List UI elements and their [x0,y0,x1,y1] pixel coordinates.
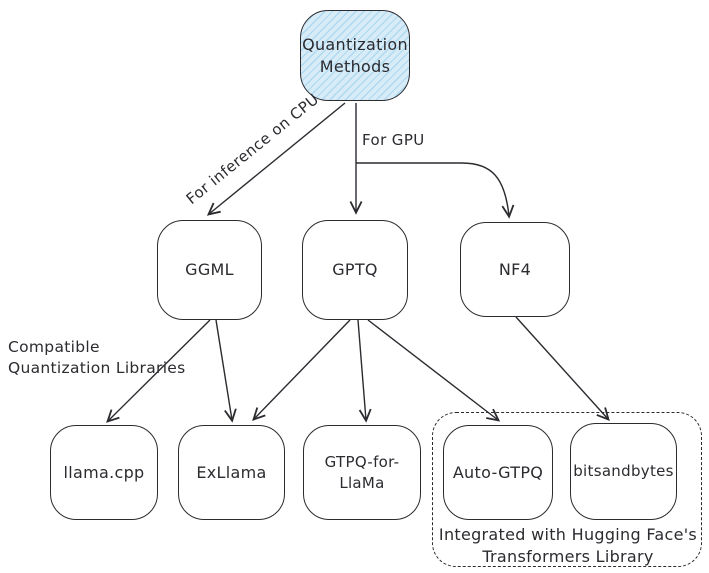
edge-gptq-to-exllama [252,319,351,421]
annotation-hugging-face-integration: Integrated with Hugging Face's Transform… [438,525,698,566]
edge-quant-to-nf4 [356,162,515,219]
node-gtpq-for-llama-label: GTPQ-for-LlaMa [324,453,400,492]
node-gptq: GPTQ [302,220,408,320]
annotation-compatible-quantization-libraries: Compatible Quantization Libraries [8,338,186,377]
node-bitsandbytes-label: bitsandbytes [573,462,674,481]
node-quantization-methods-label: Quantization Methods [302,34,408,76]
edge-ggml-to-llamacpp [106,319,211,423]
node-auto-gtpq-label: Auto-GTPQ [452,462,544,482]
edge-gptq-to-gtpqforllama [357,319,372,423]
node-bitsandbytes: bitsandbytes [570,423,677,520]
node-nf4-label: NF4 [498,259,532,279]
node-exllama-label: ExLlama [196,462,267,482]
node-nf4: NF4 [460,222,570,317]
node-auto-gtpq: Auto-GTPQ [443,425,553,520]
node-quantization-methods: Quantization Methods [300,10,410,101]
edge-nf4-to-bitsandbytes [515,316,610,422]
hugging-face-group-frame [432,412,702,567]
node-llama-cpp: llama.cpp [50,425,158,520]
edge-quant-to-ggml [206,102,346,216]
node-llama-cpp-label: llama.cpp [63,462,145,482]
edge-label-for-gpu: For GPU [362,131,425,149]
edge-gptq-to-autogtpq [367,319,501,422]
node-exllama: ExLlama [178,425,285,520]
node-ggml: GGML [157,220,262,320]
node-ggml-label: GGML [185,260,234,280]
node-gptq-label: GPTQ [332,260,378,280]
node-gtpq-for-llama: GTPQ-for-LlaMa [303,425,421,520]
edge-ggml-to-exllama [215,319,237,423]
